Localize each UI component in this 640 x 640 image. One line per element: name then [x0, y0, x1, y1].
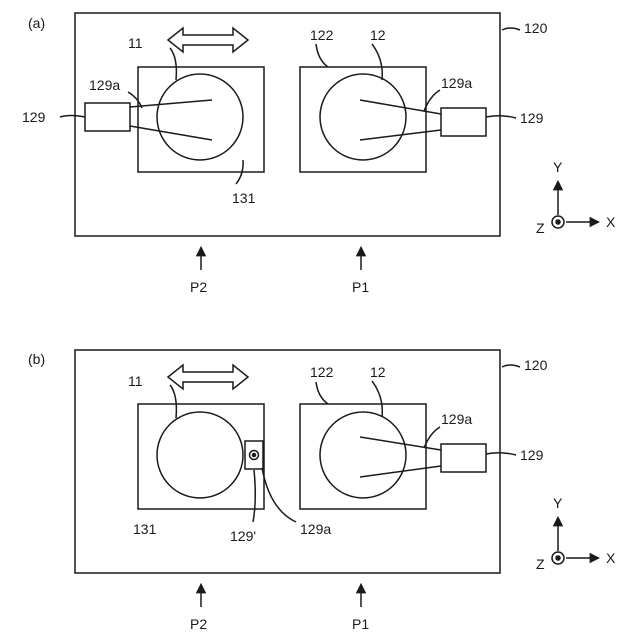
component-11-label-b: 11: [128, 373, 143, 389]
component-12: [320, 74, 406, 160]
axis-z-label-a: Z: [536, 220, 545, 236]
double-arrow-b: [168, 365, 248, 389]
unit-129-right-b: [441, 444, 486, 472]
sensor-129a-label: 129a: [300, 521, 331, 537]
leader-11-b: [170, 385, 176, 418]
axis-x-label-b: X: [606, 550, 616, 566]
leader-120-b: [502, 365, 520, 367]
component-12-label-b: 12: [370, 364, 386, 380]
axis-y-label-a: Y: [553, 159, 563, 175]
unit-129-right-label-b: 129: [520, 447, 544, 463]
frame-120-label: 120: [524, 20, 548, 36]
component-11-label: 11: [128, 35, 143, 51]
leader-129-left: [60, 116, 85, 118]
arm-129a-left-bottom: [130, 126, 212, 140]
unit-129-left: [85, 103, 130, 131]
leader-129-right: [486, 116, 516, 118]
component-12-b: [320, 412, 406, 498]
leader-120: [502, 28, 520, 30]
stage-122-label: 122: [310, 27, 334, 43]
component-11: [157, 74, 243, 160]
leader-122-b: [316, 382, 328, 404]
component-12-label: 12: [370, 27, 386, 43]
unit-129-right-label: 129: [520, 110, 544, 126]
stage-131-label: 131: [232, 190, 256, 206]
leader-11: [170, 48, 176, 80]
arrow-p1-label: P1: [352, 279, 369, 295]
panel-a: (a) 120 11 131 129 129a 122 12 129: [22, 13, 616, 295]
stage-131-label-b: 131: [133, 521, 157, 537]
stage-122: [300, 67, 426, 172]
unit-129-left-label: 129: [22, 109, 46, 125]
axis-x-label-a: X: [606, 214, 616, 230]
leader-129-prime: [253, 470, 255, 522]
unit-129-right: [441, 108, 486, 136]
axis-z-label-b: Z: [536, 556, 545, 572]
arrow-p2-label: P2: [190, 279, 207, 295]
leader-129-right-b: [486, 453, 516, 455]
leader-122: [316, 44, 328, 67]
arm-129a-left-label: 129a: [89, 77, 120, 93]
arm-129a-right-label-b: 129a: [441, 411, 472, 427]
frame-120-label-b: 120: [524, 357, 548, 373]
axis-z-dot-a: [556, 220, 560, 224]
sensor-dot-icon: [253, 454, 256, 457]
panel-b-label: (b): [28, 351, 45, 367]
panel-b: (b) 120 11 131 129' 129a 122 12 129 129a: [28, 350, 616, 632]
leader-12-b: [372, 381, 382, 417]
panel-a-label: (a): [28, 15, 45, 31]
double-arrow: [168, 28, 248, 52]
axis-y-label-b: Y: [553, 495, 563, 511]
leader-129a-sensor: [262, 468, 296, 522]
stage-122-label-b: 122: [310, 364, 334, 380]
component-11-b: [157, 412, 243, 498]
arrow-p1-label-b: P1: [352, 616, 369, 632]
arm-129a-left-top: [130, 100, 212, 107]
stage-122-b: [300, 404, 426, 509]
axis-z-dot-b: [556, 556, 560, 560]
arm-129a-right-label: 129a: [441, 75, 472, 91]
sensor-129-prime-label: 129': [230, 528, 256, 544]
arrow-p2-label-b: P2: [190, 616, 207, 632]
